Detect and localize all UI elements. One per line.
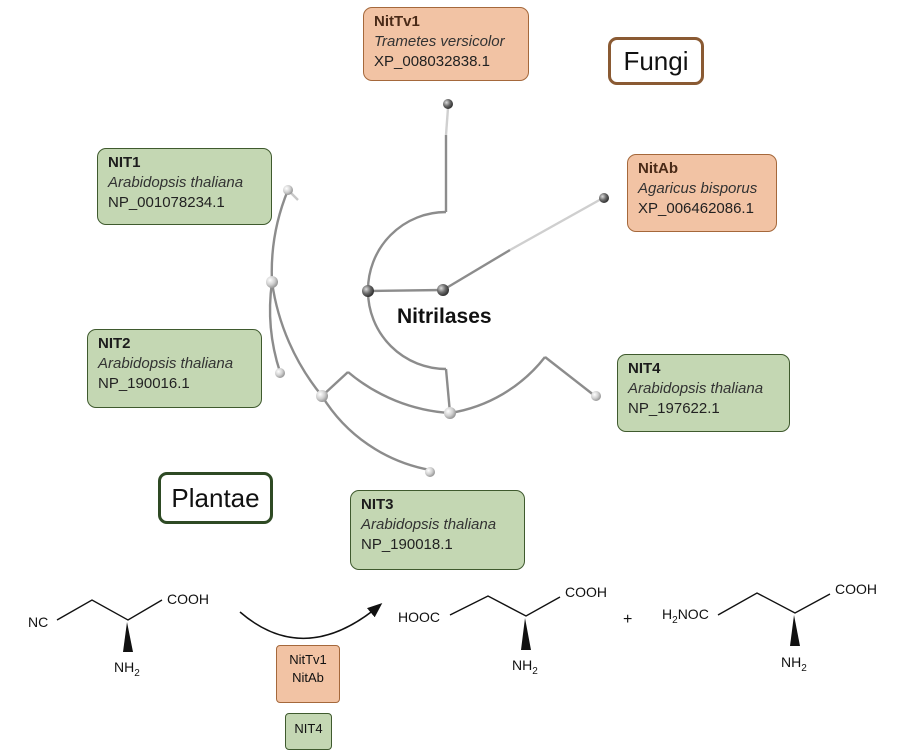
tree-nodes [266,99,609,477]
substrate-acid-label: COOH [167,591,209,607]
product1-wedge [521,618,531,650]
nitab-species: Agaricus bisporus [638,180,758,197]
product2-bonds [717,592,831,616]
branch-nit4-arc [449,356,546,415]
branch-to-nitab-node [367,288,444,293]
leaf-nitab [599,193,609,203]
leaf-nit1 [283,185,293,195]
nit3-species: Arabidopsis thaliana [361,516,497,533]
branch-nit12-arc [270,281,323,397]
nit2-species: Arabidopsis thaliana [98,355,234,372]
plus-sign: + [623,611,632,628]
nit2-name: NIT2 [98,335,131,352]
label-nit3: NIT3 Arabidopsis thaliana NP_190018.1 [350,490,525,570]
nit4-name: NIT4 [628,360,661,377]
branch-root-lower-arc [366,290,447,371]
reaction-arrow [239,603,383,639]
enzyme-box-fungal: NitTv1 NitAb [276,645,340,703]
branch-to-plant-node [444,368,452,414]
product1-left-label: HOOC [398,609,440,625]
label-nit4: NIT4 Arabidopsis thaliana NP_197622.1 [617,354,790,432]
nittv1-name: NitTv1 [374,13,420,30]
branch-nittv1-tip [444,107,450,136]
product2-wedge [790,615,800,646]
branch-nit3-arc [320,395,431,472]
reaction-scheme: NC COOH NH2 HOOC COOH NH2 + H2NOC COOH N… [28,581,877,679]
nitab-name: NitAb [638,160,678,177]
branch-nitab-stem [442,248,511,292]
root-node [362,285,374,297]
branch-nit1-arc [270,189,290,283]
branch-fungal-arc [366,210,447,292]
tree-branches [268,107,604,472]
nit3-accession: NP_190018.1 [361,536,453,553]
product2-acid-label: COOH [835,581,877,597]
group-label-fungi: Fungi [608,37,704,85]
branch-nitab-tip [509,196,604,252]
nit4-species: Arabidopsis thaliana [628,380,764,397]
product2-left-label: H2NOC [662,606,709,626]
nitab-accession: XP_006462086.1 [638,200,754,217]
center-label-nitrilases: Nitrilases [397,305,492,328]
nit1-accession: NP_001078234.1 [108,194,225,211]
substrate-bonds [56,599,163,621]
plant-subnode [316,390,328,402]
branch-plant-arc [347,371,451,415]
enzyme-box-nit4: NIT4 [285,713,332,750]
product1-bonds [449,595,561,617]
leaf-nit2 [275,368,285,378]
product1-amine-label: NH2 [512,657,538,677]
plant-node [444,407,456,419]
nit3-name: NIT3 [361,496,394,513]
label-nit1: NIT1 Arabidopsis thaliana NP_001078234.1 [97,148,272,225]
enzyme-label-nittv1: NitTv1 [289,652,327,667]
leaf-nittv1 [443,99,453,109]
leaf-nit3 [425,467,435,477]
leaf-nit4 [591,391,601,401]
branch-nit2-arc [268,281,282,373]
label-nittv1: NitTv1 Trametes versicolor XP_008032838.… [363,7,529,81]
nit1-species: Arabidopsis thaliana [108,174,244,191]
product1-acid-label: COOH [565,584,607,600]
nittv1-accession: XP_008032838.1 [374,53,490,70]
enzyme-label-nitab: NitAb [292,670,324,685]
group-label-plantae: Plantae [158,472,273,524]
fungal-node [437,284,449,296]
nit2-accession: NP_190016.1 [98,375,190,392]
substrate-amine-label: NH2 [114,659,140,679]
nit12-node [266,276,278,288]
nit4-accession: NP_197622.1 [628,400,720,417]
nit1-name: NIT1 [108,154,141,171]
label-nitab: NitAb Agaricus bisporus XP_006462086.1 [627,154,777,232]
product2-amine-label: NH2 [781,654,807,674]
branch-nit4-tip [544,356,596,397]
nittv1-species: Trametes versicolor [374,33,505,50]
substrate-wedge [123,622,133,652]
substrate-nitrile-label: NC [28,614,48,630]
label-nit2: NIT2 Arabidopsis thaliana NP_190016.1 [87,329,262,408]
